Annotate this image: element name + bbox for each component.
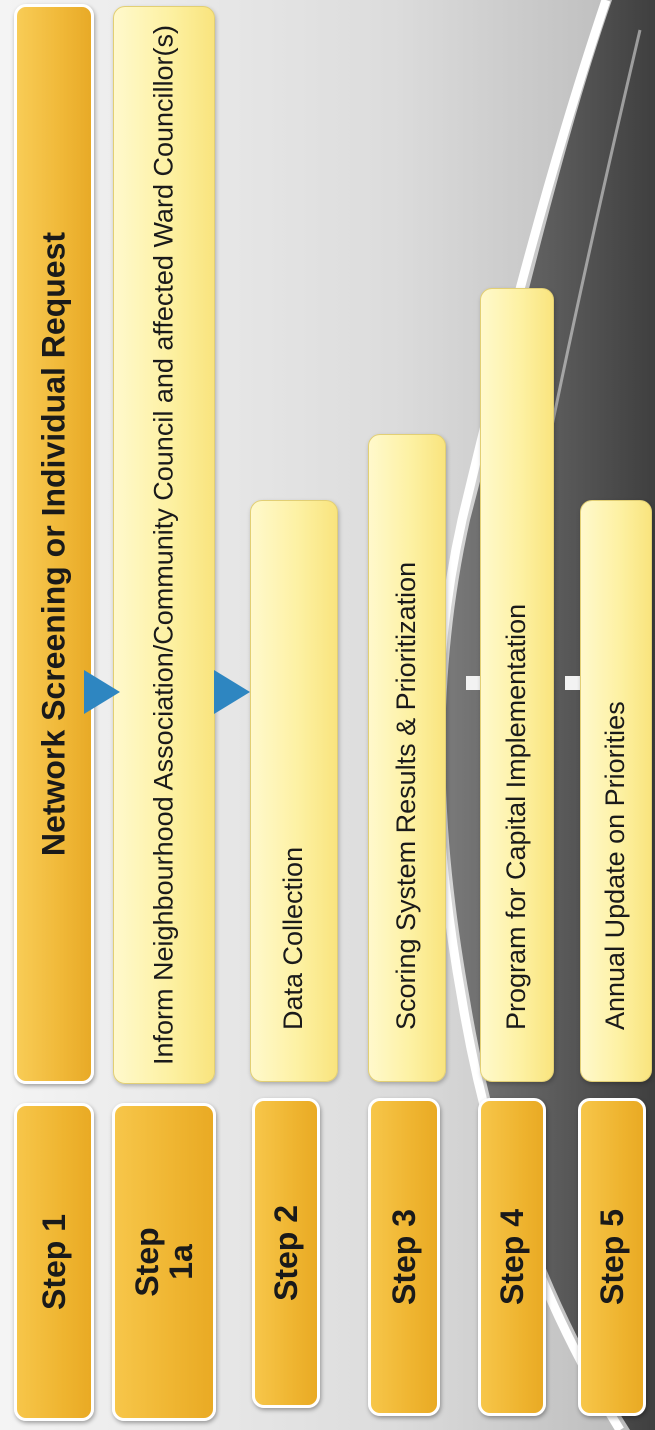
- step-2-description: Data Collection: [278, 846, 308, 1030]
- step-1a-label: Step 1a: [129, 1227, 199, 1297]
- step-1a-description-box: Inform Neighbourhood Association/Communi…: [113, 6, 215, 1084]
- step-5-label-box: Step 5: [578, 1098, 646, 1416]
- header-bar: Network Screening or Individual Request: [14, 4, 94, 1084]
- step-1-label-box: Step 1: [14, 1103, 94, 1421]
- step-2-description-box: Data Collection: [250, 500, 338, 1082]
- step-2-label-box: Step 2: [252, 1098, 320, 1408]
- step-1a-label-box: Step 1a: [112, 1103, 216, 1421]
- step-4-label-box: Step 4: [478, 1098, 546, 1416]
- triangle-right-icon: [84, 670, 120, 714]
- step-5-label: Step 5: [594, 1208, 630, 1306]
- step-3-label-box: Step 3: [368, 1098, 440, 1416]
- step-2-label: Step 2: [268, 1204, 304, 1302]
- step-4-label: Step 4: [494, 1208, 530, 1306]
- step-1a-description: Inform Neighbourhood Association/Communi…: [148, 24, 179, 1066]
- step-3-description: Scoring System Results & Prioritization: [391, 561, 421, 1030]
- step-5-description-box: Annual Update on Priorities: [580, 500, 652, 1082]
- triangle-right-icon: [214, 670, 250, 714]
- header-title: Network Screening or Individual Request: [35, 231, 72, 857]
- step-4-description: Program for Capital Implementation: [501, 603, 531, 1030]
- step-5-description: Annual Update on Priorities: [600, 701, 630, 1030]
- step-4-description-box: Program for Capital Implementation: [480, 288, 554, 1082]
- step-3-description-box: Scoring System Results & Prioritization: [368, 434, 446, 1082]
- step-1-label: Step 1: [36, 1213, 72, 1311]
- step-3-label: Step 3: [386, 1208, 422, 1306]
